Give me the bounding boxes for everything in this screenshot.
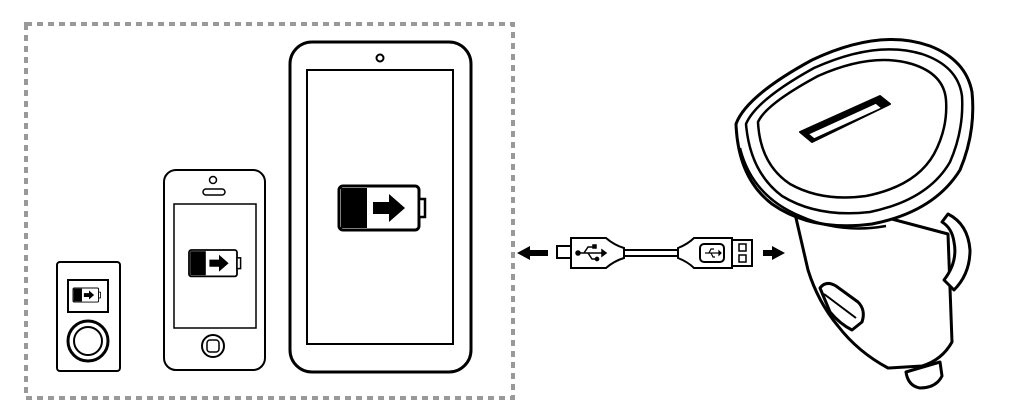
mp3-player bbox=[56, 261, 121, 372]
battery-icon bbox=[72, 287, 102, 303]
micro-usb-connector bbox=[556, 245, 572, 259]
usb-a-connector bbox=[731, 239, 753, 267]
phone-camera bbox=[208, 175, 218, 185]
usb-cable bbox=[517, 237, 785, 269]
devices-frame bbox=[24, 22, 515, 400]
tablet-camera bbox=[375, 53, 385, 63]
usb-icon bbox=[575, 244, 608, 262]
smartphone bbox=[163, 169, 266, 371]
charger-tip bbox=[904, 360, 944, 390]
arrow-right-icon bbox=[763, 246, 785, 260]
usb-port bbox=[799, 95, 891, 143]
phone-speaker bbox=[202, 188, 226, 196]
side-contact bbox=[940, 212, 972, 292]
arrow-left-icon bbox=[517, 246, 548, 260]
battery-icon bbox=[188, 249, 242, 278]
tablet bbox=[288, 40, 473, 374]
car-charger bbox=[734, 38, 975, 390]
battery-icon bbox=[337, 184, 427, 232]
